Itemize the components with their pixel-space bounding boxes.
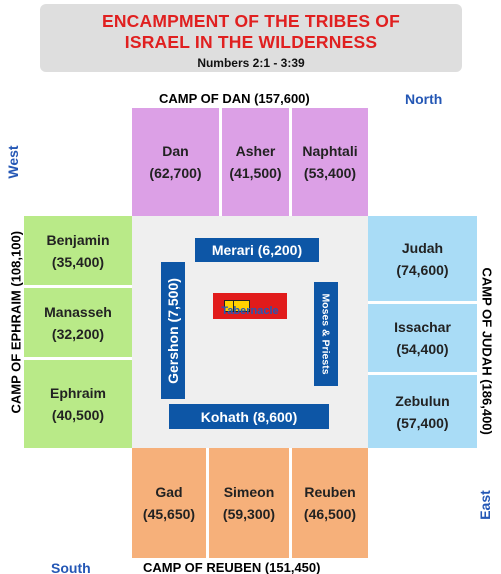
tribe-count: (59,300): [222, 506, 276, 522]
levite-kohath-label: Kohath (8,600): [200, 408, 298, 425]
tribe-count: (46,500): [303, 506, 357, 522]
tribe-ephraim: Ephraim (40,500): [24, 360, 132, 448]
tribe-naphtali: Naphtali (53,400): [292, 108, 368, 216]
tribe-name: Zebulun: [395, 392, 450, 409]
tribe-count: (62,700): [149, 165, 202, 181]
tabernacle-label: Tabernacle: [221, 305, 279, 317]
south-label: South: [51, 560, 91, 574]
camp-of-dan-label: CAMP OF DAN (157,600): [159, 91, 310, 106]
title-line-1: ENCAMPMENT OF THE TRIBES OF: [101, 11, 401, 31]
levite-merari-label: Merari (6,200): [211, 242, 303, 258]
tribe-asher: Asher (41,500): [222, 108, 289, 216]
tribe-count: (74,600): [396, 261, 449, 278]
tribe-count: (54,400): [396, 341, 449, 357]
ark-divider: [233, 300, 234, 312]
east-label: East: [477, 490, 493, 520]
tribe-count: (32,200): [51, 325, 105, 342]
tribe-name: Judah: [401, 239, 444, 256]
tribe-name: Issachar: [394, 319, 451, 335]
tribe-count: (53,400): [303, 165, 357, 181]
levite-gershon-label: Gershon (7,500): [165, 277, 182, 384]
tribe-name: Asher: [235, 143, 276, 159]
tribe-name: Simeon: [223, 484, 275, 500]
moses-and-priests: Moses & Priests: [314, 282, 338, 386]
levite-kohath: Kohath (8,600): [169, 404, 329, 429]
tribe-name: Reuben: [304, 484, 356, 500]
levite-gershon: Gershon (7,500): [161, 262, 185, 399]
camp-of-reuben-label: CAMP OF REUBEN (151,450): [143, 560, 321, 574]
title-line-2: ISRAEL IN THE WILDERNESS: [124, 32, 378, 52]
tribe-reuben: Reuben (46,500): [292, 448, 368, 558]
tribe-judah: Judah (74,600): [368, 216, 477, 301]
tribe-name: Dan: [162, 143, 189, 159]
moses-and-priests-label: Moses & Priests: [320, 293, 332, 375]
tribe-benjamin: Benjamin (35,400): [24, 216, 132, 285]
tribe-count: (40,500): [51, 407, 105, 423]
title-box: ENCAMPMENT OF THE TRIBES OF ISRAEL IN TH…: [40, 4, 462, 72]
tribe-manasseh: Manasseh (32,200): [24, 288, 132, 357]
tribe-issachar: Issachar (54,400): [368, 304, 477, 372]
tribe-count: (45,650): [142, 506, 196, 522]
camp-of-judah-label: CAMP OF JUDAH (186,400): [479, 267, 495, 435]
west-label: West: [5, 145, 21, 179]
tribe-name: Ephraim: [49, 385, 106, 401]
north-label: North: [405, 91, 443, 107]
tribe-dan: Dan (62,700): [132, 108, 219, 216]
tribe-count: (41,500): [229, 165, 282, 181]
tribe-simeon: Simeon (59,300): [209, 448, 289, 558]
tribe-count: (57,400): [396, 414, 449, 431]
camp-of-ephraim-label: CAMP OF EPHRAIM (108,100): [8, 230, 24, 414]
tribe-count: (35,400): [51, 253, 105, 270]
tribe-name: Manasseh: [44, 303, 112, 320]
tribe-zebulun: Zebulun (57,400): [368, 375, 477, 448]
tribe-name: Naphtali: [302, 143, 358, 159]
scripture-reference: Numbers 2:1 - 3:39: [197, 56, 305, 70]
tribe-name: Gad: [155, 484, 183, 500]
tribe-gad: Gad (45,650): [132, 448, 206, 558]
levite-merari: Merari (6,200): [195, 238, 319, 262]
ark-icon: [224, 300, 250, 312]
tribe-name: Benjamin: [46, 231, 110, 248]
